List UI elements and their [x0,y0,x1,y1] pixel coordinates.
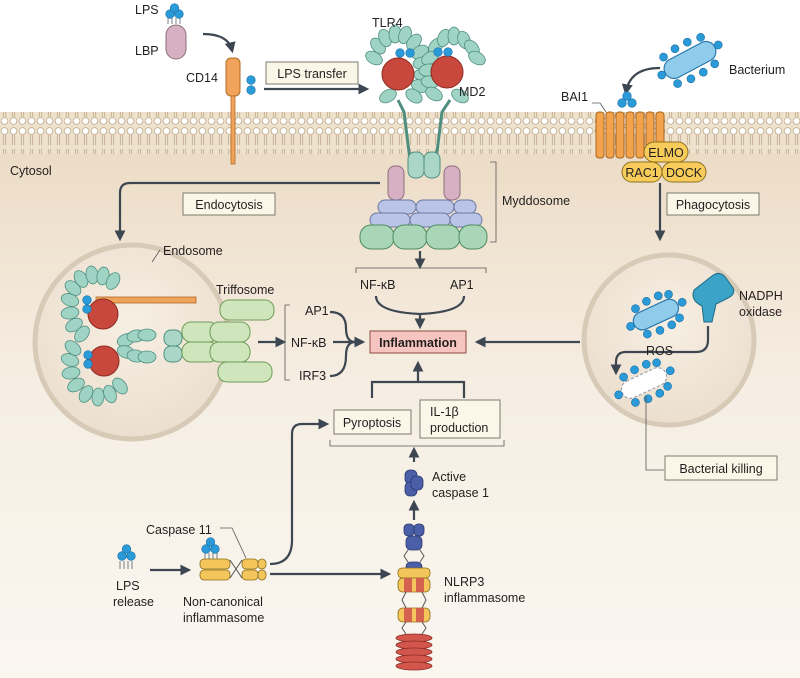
lbp-protein [165,3,187,60]
label-elmo: ELMO [648,146,684,160]
arrow-bacterium-to-bai1 [621,66,661,96]
inflammation-box: Inflammation [369,330,467,354]
label-lbp: LBP [135,44,159,58]
label-lps: LPS [135,3,159,17]
pyroptosis-box: Pyroptosis [333,409,412,435]
arrow-caspase11-to-pyroptosis [269,418,330,566]
label-dock: DOCK [666,166,703,180]
label-md2: MD2 [459,85,485,99]
label-endocytosis: Endocytosis [195,198,262,212]
phagosome [581,252,757,428]
triffosome [181,299,275,383]
label-nfkb-left: NF-κB [291,336,326,350]
label-active-casp1-line2: caspase 1 [432,486,489,500]
bacterium-top [657,33,723,88]
label-bacterial-killing: Bacterial killing [679,462,762,476]
cd14-protein [225,57,256,165]
label-il1b-line2: production [430,421,488,435]
label-bai1: BAI1 [561,90,588,104]
il1b-box: IL-1β production [419,399,501,439]
caspase11-leader-line [220,527,247,559]
label-nfkb-top: NF-κB [360,278,395,292]
label-noncanonical-line1: Non-canonical [183,595,263,609]
label-nadph-line2: oxidase [739,305,782,319]
label-phagocytosis: Phagocytosis [676,198,750,212]
label-bacterium: Bacterium [729,63,785,77]
label-lps-transfer: LPS transfer [277,67,346,81]
label-cd14: CD14 [186,71,218,85]
endosome-leader-line [151,249,161,263]
tlr4-md2-complex [365,24,486,161]
transcription-factors-bracket [355,267,487,273]
label-nadph-line1: NADPH [739,289,783,303]
lps-release-icon [117,544,136,569]
label-endosome: Endosome [163,244,223,258]
label-caspase11: Caspase 11 [146,523,212,537]
nadph-oxidase [692,272,735,323]
myddosome-complex [359,151,488,250]
active-caspase1 [404,469,424,497]
myddosome-bracket [490,161,497,243]
label-pyroptosis: Pyroptosis [343,416,401,430]
bacterial-killing-box: Bacterial killing [664,455,778,481]
label-ros: ROS [646,344,673,358]
elmo-rac1-dock [621,141,707,183]
outputs-bracket [329,440,505,447]
label-inflammation: Inflammation [379,336,457,350]
label-active-casp1-line1: Active [432,470,466,484]
label-nlrp3-line1: NLRP3 [444,575,484,589]
endocytosis-box: Endocytosis [182,192,276,216]
arrow-endocytosis [114,181,380,242]
lps-transfer-box: LPS transfer [265,61,359,85]
noncanonical-inflammasome [199,537,267,581]
label-nlrp3-line2: inflammasome [444,591,525,605]
label-cytosol: Cytosol [10,164,52,178]
label-ap1-top: AP1 [450,278,474,292]
arrow-lbp-to-cd14 [202,32,236,54]
label-rac1: RAC1 [625,166,658,180]
label-il1b-line1: IL-1β [430,405,459,419]
phagocytosis-box: Phagocytosis [666,192,760,216]
label-noncanonical-line2: inflammasome [183,611,264,625]
label-lps-release-line1: LPS [116,579,140,593]
bacterial-killing-leader [645,396,664,471]
label-lps-release-line2: release [113,595,154,609]
bacterium-phagosome [626,290,687,339]
arrow-nadph-ros [610,326,710,376]
left-tf-bracket [284,304,290,381]
label-triffosome: Triffosome [216,283,274,297]
endosome-tlr4-complex [60,265,197,407]
bai1-leader-line [592,102,607,113]
label-tlr4: TLR4 [372,16,403,30]
label-irf3: IRF3 [299,369,326,383]
label-myddosome: Myddosome [502,194,570,208]
nlrp3-inflammasome [395,523,433,671]
label-ap1-left: AP1 [305,304,329,318]
